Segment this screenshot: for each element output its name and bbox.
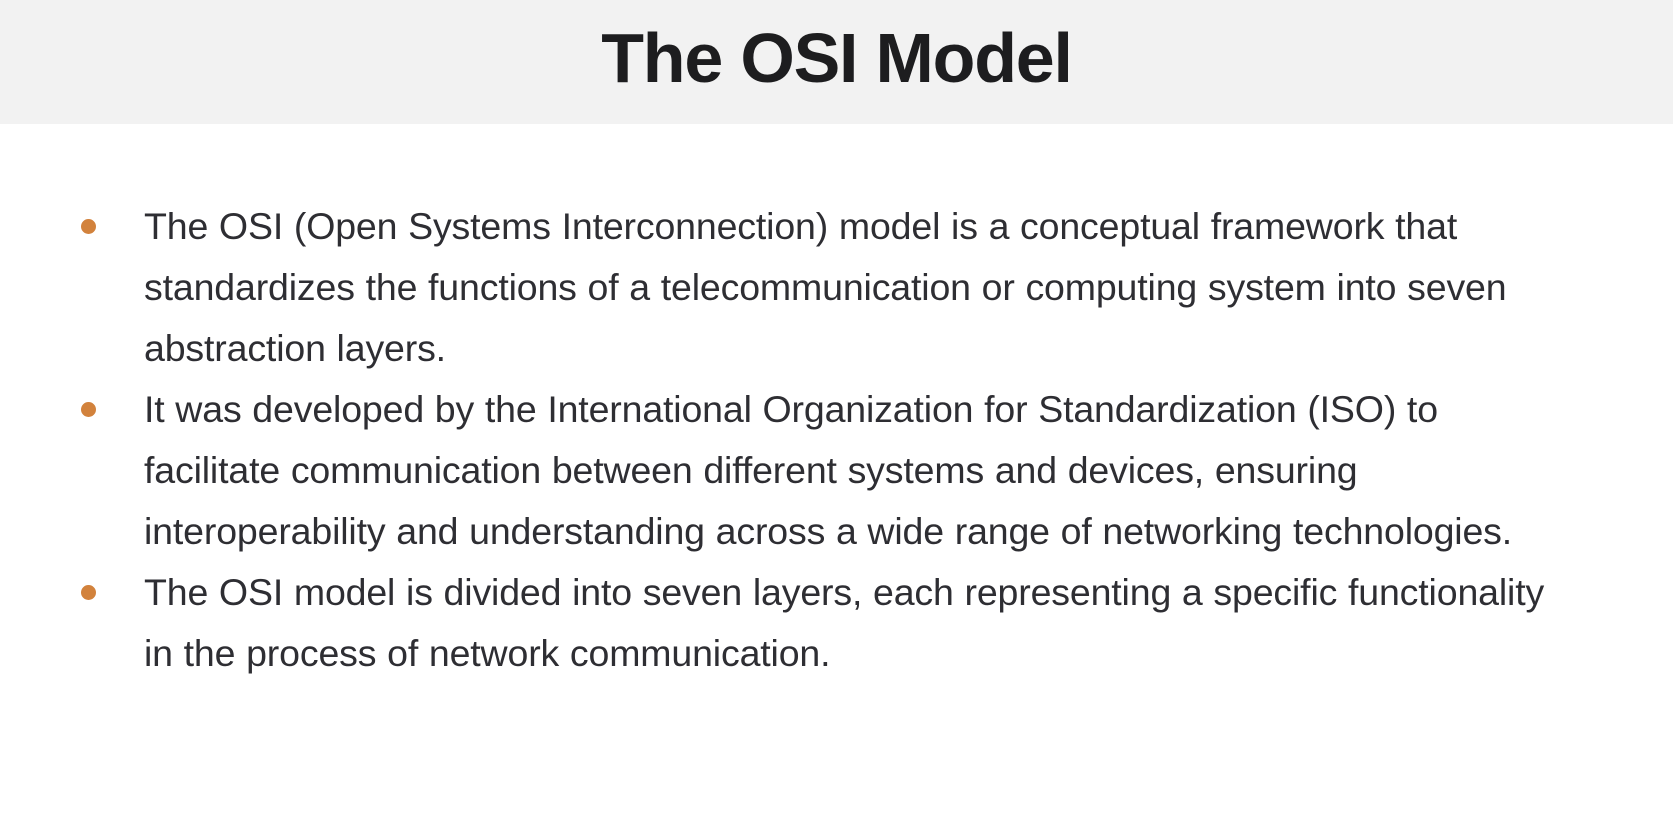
bullet-dot-icon: [81, 402, 96, 417]
bullet-dot-icon: [81, 585, 96, 600]
list-item: The OSI model is divided into seven laye…: [36, 562, 1553, 684]
list-item-text: The OSI (Open Systems Interconnection) m…: [144, 205, 1507, 369]
list-item-text: The OSI model is divided into seven laye…: [144, 571, 1545, 674]
slide-header-band: The OSI Model: [0, 0, 1673, 124]
list-item: The OSI (Open Systems Interconnection) m…: [36, 196, 1553, 379]
list-item: It was developed by the International Or…: [36, 379, 1553, 562]
slide-body: The OSI (Open Systems Interconnection) m…: [0, 124, 1673, 821]
list-item-text: It was developed by the International Or…: [144, 388, 1513, 552]
bullet-list: The OSI (Open Systems Interconnection) m…: [36, 196, 1553, 684]
page-title: The OSI Model: [601, 19, 1073, 98]
bullet-dot-icon: [81, 219, 96, 234]
